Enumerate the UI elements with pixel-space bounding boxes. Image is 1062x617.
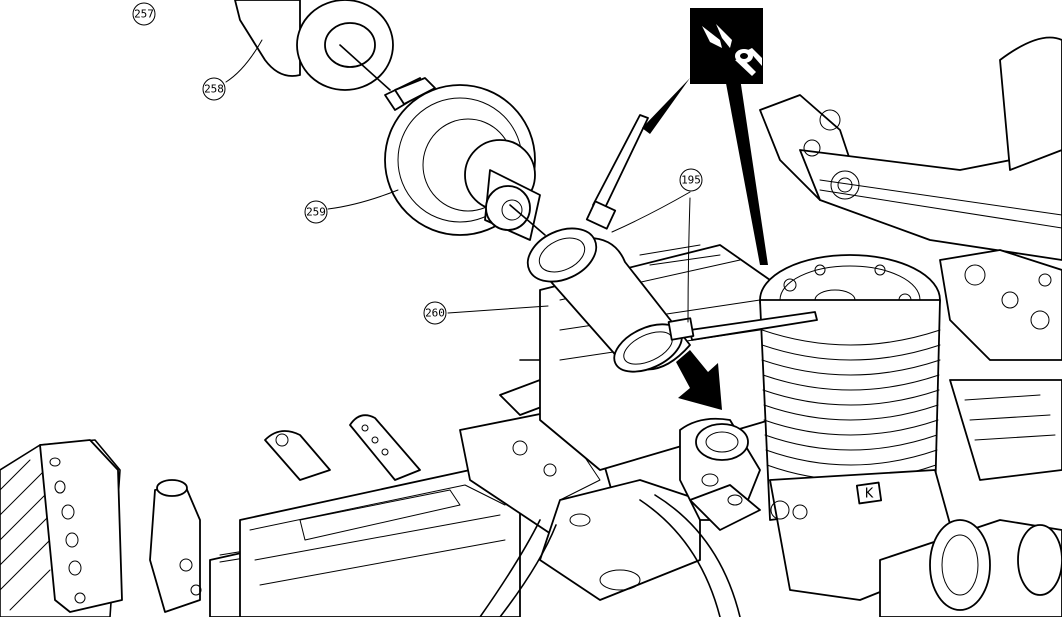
callout-259-label: 259 — [306, 206, 326, 219]
callout-195-label: 195 — [681, 174, 701, 187]
side-cutters-icon — [642, 8, 768, 265]
callout-195: 195 — [679, 168, 703, 192]
servo-area — [239, 359, 741, 617]
part-258-filter-foam — [234, 0, 394, 91]
right-assembly — [759, 36, 1062, 617]
callout-258: 258 — [202, 77, 226, 101]
callout-258-label: 258 — [204, 83, 224, 96]
engine-logo-badge: K — [865, 487, 874, 502]
part-259-filter-body — [384, 77, 541, 241]
callout-259: 259 — [304, 200, 328, 224]
alignment-lines — [339, 44, 546, 236]
arrow-down-right-icon — [676, 350, 722, 410]
callout-257-label: 257 — [134, 8, 154, 21]
callout-260: 260 — [423, 301, 447, 325]
part-195-cable-ties — [585, 114, 818, 341]
callout-260-label: 260 — [425, 307, 445, 320]
leader-lines — [225, 39, 691, 323]
callout-257: 257 — [132, 2, 156, 26]
